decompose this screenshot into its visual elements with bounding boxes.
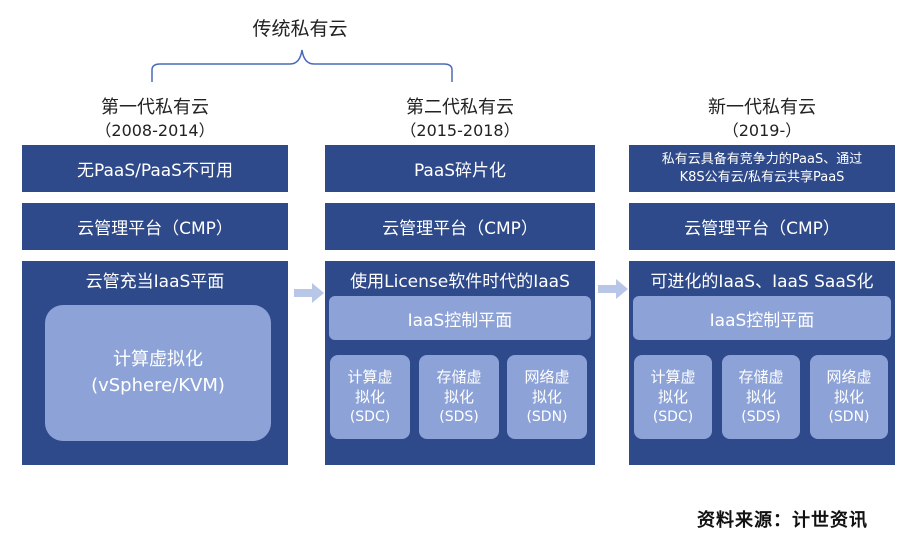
- gen1-compute-virtualization: 计算虚拟化 (vSphere/KVM): [45, 305, 271, 441]
- box-line: 拟化: [745, 388, 776, 406]
- gen3-network-virtualization: 网络虚 拟化 (SDN): [810, 355, 888, 439]
- box-line: 拟化: [531, 388, 562, 406]
- gen3-iaas-panel: 可进化的IaaS、IaaS SaaS化 IaaS控制平面 计算虚 拟化 (SDC…: [629, 261, 895, 465]
- gen3-paas-line1: 私有云具备有竞争力的PaaS、通过: [661, 151, 863, 167]
- grouping-brace: [151, 49, 453, 82]
- gen1-cmp-bar: 云管理平台（CMP）: [22, 203, 288, 250]
- gen3-paas-bar: 私有云具备有竞争力的PaaS、通过 K8S公有云/私有云共享PaaS: [629, 145, 895, 192]
- box-line: 网络虚: [826, 368, 872, 386]
- gen3-paas-line2: K8S公有云/私有云共享PaaS: [679, 169, 845, 185]
- source-credit: 资料来源：计世资讯: [697, 510, 868, 531]
- arrow-right-icon: [294, 283, 324, 303]
- box-code: (SDS): [741, 409, 781, 425]
- gen3-storage-virtualization: 存储虚 拟化 (SDS): [722, 355, 800, 439]
- box-code: (SDC): [652, 409, 694, 425]
- gen2-cmp-bar: 云管理平台（CMP）: [325, 203, 595, 250]
- gen1-title: 第一代私有云: [101, 97, 209, 118]
- gen1-panel-title: 云管充当IaaS平面: [85, 272, 225, 292]
- gen3-title: 新一代私有云: [708, 97, 816, 118]
- gen2-panel-title: 使用License软件时代的IaaS: [350, 272, 570, 292]
- gen2-iaas-panel: 使用License软件时代的IaaS IaaS控制平面 计算虚 拟化 (SDC)…: [325, 261, 595, 465]
- gen1-iaas-panel: 云管充当IaaS平面 计算虚拟化 (vSphere/KVM): [22, 261, 288, 465]
- gen2-network-virtualization: 网络虚 拟化 (SDN): [507, 355, 587, 439]
- box-line: 拟化: [833, 388, 864, 406]
- box-line: 计算虚: [650, 368, 696, 386]
- gen2-title: 第二代私有云: [406, 97, 514, 118]
- box-code: (SDS): [439, 409, 479, 425]
- gen2-years: （2015-2018）: [400, 121, 520, 140]
- box-line: 拟化: [443, 388, 474, 406]
- arrow-right-icon: [598, 279, 628, 299]
- gen1-paas-bar: 无PaaS/PaaS不可用: [22, 145, 288, 192]
- gen3-panel-title: 可进化的IaaS、IaaS SaaS化: [650, 272, 874, 292]
- gen3-years: （2019-）: [722, 121, 802, 140]
- box-line: 计算虚: [347, 368, 393, 386]
- box-code: (SDN): [526, 409, 568, 425]
- gen3-cmp-bar: 云管理平台（CMP）: [629, 203, 895, 250]
- gen1-virt-label: 计算虚拟化: [113, 349, 203, 370]
- box-line: 存储虚: [738, 368, 784, 386]
- gen1-virt-sub: (vSphere/KVM): [91, 375, 225, 396]
- box-line: 拟化: [657, 388, 688, 406]
- gen2-storage-virtualization: 存储虚 拟化 (SDS): [419, 355, 499, 439]
- gen1-years: （2008-2014）: [95, 121, 215, 140]
- box-code: (SDC): [349, 409, 391, 425]
- gen2-iaas-control-plane: IaaS控制平面: [329, 296, 591, 340]
- gen2-paas-bar: PaaS碎片化: [325, 145, 595, 192]
- gen3-iaas-control-plane: IaaS控制平面: [633, 296, 891, 340]
- box-code: (SDN): [828, 409, 870, 425]
- box-line: 拟化: [354, 388, 385, 406]
- box-line: 网络虚: [524, 368, 570, 386]
- box-line: 存储虚: [436, 368, 482, 386]
- traditional-private-cloud-title: 传统私有云: [252, 18, 348, 40]
- gen3-compute-virtualization: 计算虚 拟化 (SDC): [634, 355, 712, 439]
- gen2-compute-virtualization: 计算虚 拟化 (SDC): [330, 355, 410, 439]
